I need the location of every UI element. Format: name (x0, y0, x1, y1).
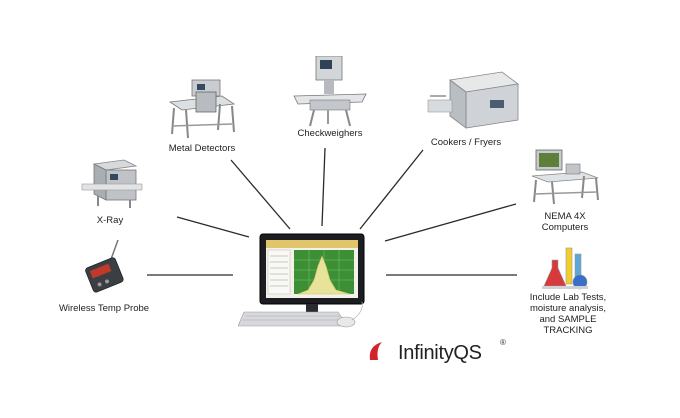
nema-label-line-1: NEMA 4X (544, 211, 586, 222)
line-nema (384, 203, 517, 242)
line-xray (176, 216, 250, 238)
cooker-fryer-image (427, 71, 520, 129)
logo-registered-mark: ® (500, 338, 506, 347)
xray-label: X-Ray (96, 215, 124, 226)
checkweigher-image (293, 56, 367, 127)
line-metal-detectors (230, 159, 291, 230)
lab-label-line-2: moisture analysis, (529, 303, 607, 314)
line-checkweighers (321, 147, 326, 227)
lab-tests-label: Include Lab Tests, moisture analysis, an… (518, 292, 618, 336)
logo-swoosh-icon (369, 342, 382, 360)
temp-probe-image (85, 239, 124, 293)
lab-label-line-1: Include Lab Tests, (529, 292, 607, 303)
line-cookers (359, 149, 424, 230)
nema-computer-image (531, 149, 599, 205)
nema-computers-label: NEMA 4X Computers (520, 211, 610, 233)
central-computer-image (238, 233, 365, 328)
lab-flasks-image (542, 247, 588, 290)
metal-detector-image (168, 79, 236, 139)
lab-label-line-3: and SAMPLE (539, 314, 597, 325)
lab-label-line-4: TRACKING (543, 325, 593, 336)
cookers-fryers-label: Cookers / Fryers (430, 137, 502, 148)
xray-image (81, 159, 143, 208)
wireless-temp-probe-label: Wireless Temp Probe (58, 303, 150, 314)
infinityqs-logo: InfinityQS ® (369, 336, 528, 376)
checkweighers-label: Checkweighers (297, 128, 363, 139)
nema-label-line-2: Computers (541, 222, 589, 233)
metal-detectors-label: Metal Detectors (168, 143, 236, 154)
logo-wordmark: InfinityQS (398, 342, 482, 364)
